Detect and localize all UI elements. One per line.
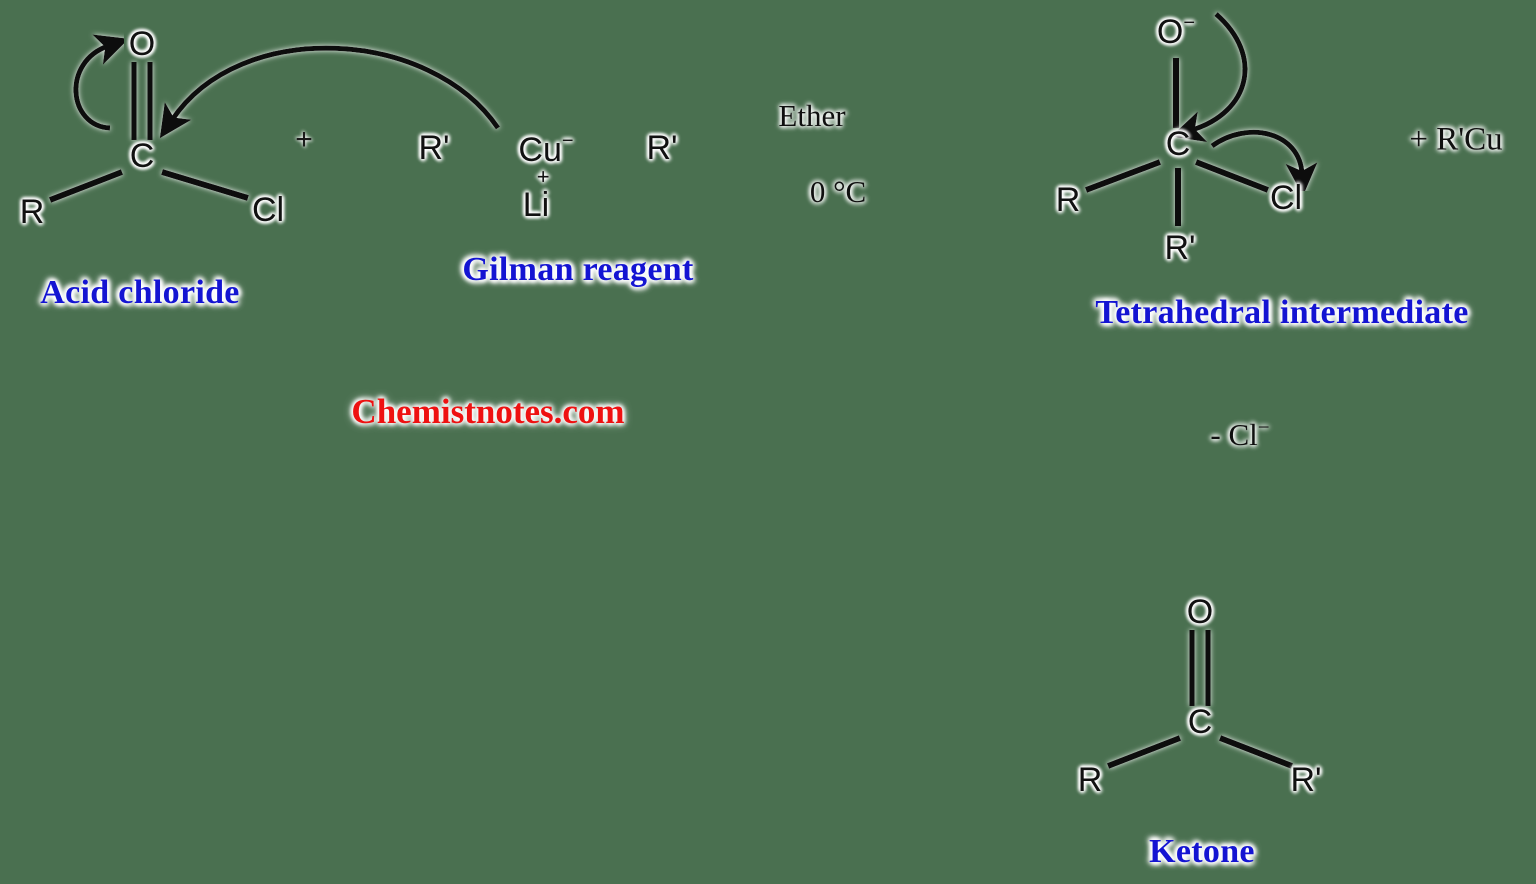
intermediate-chlorine-atom: Cl <box>1269 179 1303 217</box>
byproduct-label: + R'Cu <box>1409 121 1503 158</box>
elimination-charge: − <box>1257 414 1270 439</box>
c-cl-bond <box>161 169 249 201</box>
c-r-bond <box>48 169 124 203</box>
tetrahedral-intermediate-label: Tetrahedral intermediate <box>1095 294 1469 331</box>
ketone-oxygen-atom: O <box>1186 593 1214 631</box>
lithium-symbol: Li <box>522 186 550 224</box>
gilman-copper-atom: Cu− <box>518 129 574 170</box>
gilman-r-prime-left: R' <box>418 129 450 167</box>
gilman-r-prime-right: R' <box>646 129 678 167</box>
c-rprime-bond <box>1218 735 1294 769</box>
copper-charge: − <box>561 129 574 152</box>
gilman-reagent-label: Gilman reagent <box>462 251 694 288</box>
ketone-carbon-atom: C <box>1187 703 1213 741</box>
acid-chloride-chlorine-atom: Cl <box>251 191 285 229</box>
mechanism-arrow-chloride-departure <box>1210 129 1318 196</box>
c-r-bond <box>1106 735 1182 769</box>
intermediate-r-group: R <box>1055 181 1081 219</box>
acid-chloride-oxygen-atom: O <box>128 25 156 63</box>
chloride-elimination-label: - Cl− <box>1210 415 1269 453</box>
ketone-structure <box>1106 630 1294 769</box>
gilman-lithium-atom: Li+ <box>522 166 550 224</box>
elimination-text: - Cl <box>1210 417 1258 453</box>
intermediate-oxygen-atom: O− <box>1156 11 1196 52</box>
c-r-bond <box>1084 159 1162 193</box>
acid-chloride-r-group: R <box>19 193 45 231</box>
condition-temperature: 0 °C <box>809 174 867 209</box>
c-cl-bond <box>1194 159 1270 193</box>
intermediate-r-prime-group: R' <box>1164 229 1196 267</box>
ketone-label: Ketone <box>1149 833 1255 870</box>
oxygen-charge: − <box>1183 11 1196 34</box>
acid-chloride-carbon-atom: C <box>129 137 155 175</box>
acid-chloride-structure <box>48 62 249 203</box>
ketone-r-group: R <box>1077 761 1103 799</box>
lithium-charge: + <box>536 164 550 189</box>
site-watermark: Chemistnotes.com <box>351 392 625 431</box>
oxygen-symbol: O <box>1156 13 1184 52</box>
mechanism-arrow-oxygen-reforms-carbonyl <box>1170 12 1248 143</box>
condition-solvent: Ether <box>778 98 846 133</box>
ketone-r-prime-group: R' <box>1290 761 1322 799</box>
mechanism-arrow-nucleophile-attack <box>159 45 501 139</box>
copper-symbol: Cu <box>518 131 562 170</box>
acid-chloride-label: Acid chloride <box>40 274 240 311</box>
mechanism-arrow-pi-to-oxygen <box>73 34 129 131</box>
reagent-plus-sign: + <box>295 123 313 156</box>
intermediate-carbon-atom: C <box>1165 125 1191 163</box>
